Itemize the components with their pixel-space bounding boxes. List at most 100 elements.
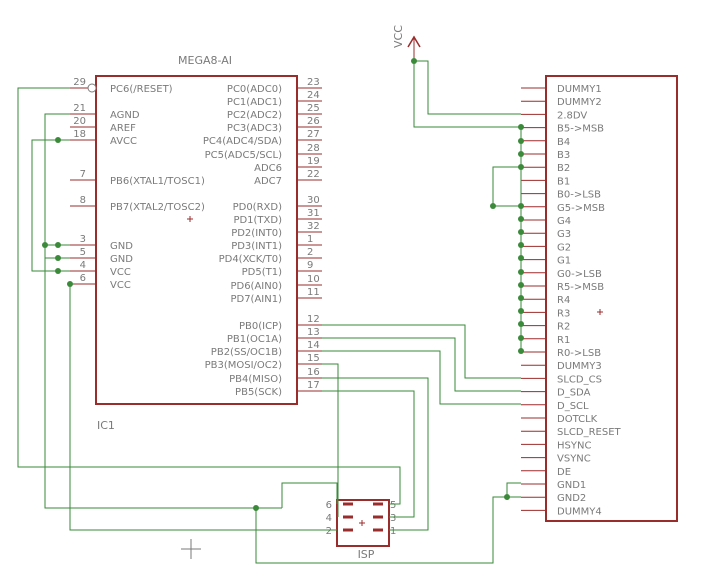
mcu-pin-label: PB5(SCK) [235, 387, 282, 398]
wire-junction [518, 124, 524, 130]
mcu-pin-label: PD2(INT0) [231, 228, 282, 239]
mcu-pin-number: 8 [80, 195, 86, 206]
wire-junction [55, 242, 61, 248]
mcu-pin-number: 24 [307, 90, 320, 101]
lcd-pin-label: G0->LSB [557, 269, 602, 280]
mcu-body [95, 75, 298, 405]
wire-junction [518, 138, 524, 144]
wire-junction [518, 164, 524, 170]
wire-segment [255, 482, 521, 564]
lcd-pin-label: D_SDA [557, 388, 591, 399]
lcd-pin-label: SLCD_RESET [557, 427, 622, 438]
vcc-arrow [407, 35, 421, 48]
mcu-pin-label: PD6(AIN0) [230, 281, 282, 292]
wire-segment [69, 284, 337, 531]
wire-segment [322, 377, 429, 531]
wire-junction [67, 281, 73, 287]
lcd-pin-label: R0->LSB [557, 348, 601, 359]
lcd-pin-label: VSYNC [557, 454, 591, 465]
mcu-pin-label: PD5(T1) [242, 267, 282, 278]
wire-junction [518, 229, 524, 235]
wire-junction [518, 216, 524, 222]
reset-inversion-bubble [87, 83, 97, 93]
isp-pin-number: 4 [326, 513, 332, 524]
wire-junction [253, 505, 259, 511]
mcu-pin-number: 19 [307, 156, 320, 167]
mcu-pin-label: PD3(INT1) [231, 241, 282, 252]
mcu-pin-label: VCC [110, 267, 131, 278]
lcd-pin-label: GND1 [557, 480, 586, 491]
lcd-pin-label: G2 [557, 242, 571, 253]
lcd-pin-label: G4 [557, 216, 571, 227]
mcu-pin-number: 30 [307, 195, 320, 206]
vcc-label: VCC [392, 25, 405, 48]
lcd-pin-label: B4 [557, 137, 570, 148]
isp-name: ISP [358, 548, 375, 561]
mcu-pin-number: 11 [307, 287, 320, 298]
wire-junction [518, 335, 524, 341]
wire-junction [518, 282, 524, 288]
lcd-pin-label: R5->MSB [557, 282, 604, 293]
lcd-pin-label: B2 [557, 163, 570, 174]
mcu-pin-number: 7 [80, 169, 86, 180]
lcd-pin-label: D_SCL [557, 401, 589, 412]
mcu-pin-number: 12 [307, 314, 320, 325]
lcd-pin-label: R2 [557, 322, 570, 333]
wire-segment [17, 87, 401, 505]
mcu-pin-number: 2 [307, 247, 313, 258]
lcd-pin-label: SLCD_CS [557, 374, 602, 385]
mcu-pin-label: PB3(MOSI/OC2) [205, 360, 283, 371]
wire-junction [518, 151, 524, 157]
mcu-pin-number: 32 [307, 221, 320, 232]
lcd-pin-label: B5->MSB [557, 124, 604, 135]
mcu-pin-number: 15 [307, 353, 320, 364]
wire-junction [55, 268, 61, 274]
lcd-pin-list: DUMMY1DUMMY22.8DVB5->MSBB4B3B2B1B0->LSBG… [521, 84, 622, 517]
wire-junction [55, 137, 61, 143]
isp-pin-number: 5 [390, 500, 396, 511]
mcu-pin-label: PC6(/RESET) [110, 84, 173, 95]
wire-segment [322, 350, 521, 405]
lcd-pin-label: R1 [557, 335, 570, 346]
wire-junction [518, 321, 524, 327]
mcu-pin-label: PB4(MISO) [229, 374, 282, 385]
wire-junction [518, 269, 524, 275]
mcu-pin-label: GND [110, 241, 133, 252]
grid-cursor-marker [181, 539, 201, 559]
lcd-pin-label: 2.8DV [557, 110, 587, 121]
mcu-pin-number: 10 [307, 274, 320, 285]
net-junctions [42, 58, 524, 511]
mcu-left-pins: 29PC6(/RESET)21AGND20AREF18AVCC7PB6(XTAL… [70, 77, 205, 291]
wire-junction [518, 242, 524, 248]
isp-pin-number: 2 [326, 526, 332, 537]
lcd-connector: DUMMY1DUMMY22.8DVB5->MSBB4B3B2B1B0->LSBG… [521, 75, 678, 522]
isp-pin-number: 3 [390, 513, 396, 524]
isp-pin-number: 1 [390, 526, 396, 537]
mcu-pin-number: 26 [307, 116, 320, 127]
mcu-pin-label: PC0(ADC0) [227, 84, 282, 95]
wire-junction [518, 203, 524, 209]
mcu-pin-label: ADC7 [254, 176, 282, 187]
wire-junction [55, 255, 61, 261]
mcu-pin-label: PC2(ADC2) [227, 110, 282, 121]
mcu-pin-label: PB7(XTAL2/TOSC2) [110, 202, 205, 213]
lcd-pin-label: GND2 [557, 493, 586, 504]
mcu-pin-label: PC5(ADC5/SCL) [205, 150, 282, 161]
mcu-pin-number: 9 [307, 260, 313, 271]
mcu-origin-marker [187, 216, 193, 222]
wire-junction [504, 494, 510, 500]
wire-segment [322, 363, 339, 517]
mcu-pin-label: VCC [110, 280, 131, 291]
lcd-pin-label: DE [557, 467, 571, 478]
net-wires [17, 60, 522, 564]
mcu-pin-number: 23 [307, 77, 320, 88]
lcd-pin-label: HSYNC [557, 440, 591, 451]
mcu-pin-label: PC3(ADC3) [227, 123, 282, 134]
mcu-pin-number: 5 [80, 247, 86, 258]
wire-segment [31, 139, 70, 272]
lcd-pin-label: R4 [557, 295, 570, 306]
vcc-supply-symbol: VCC [392, 25, 421, 61]
mcu-pin-number: 29 [73, 77, 86, 88]
wire-segment [414, 60, 521, 115]
